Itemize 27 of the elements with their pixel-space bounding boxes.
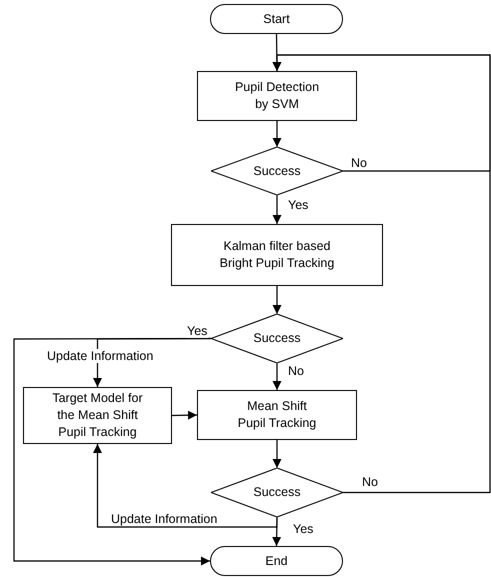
arrow: [13, 338, 211, 566]
arrow: [93, 444, 278, 528]
decision-diamond: Success: [211, 314, 343, 363]
process-box: Mean Shift Pupil Tracking: [197, 390, 357, 440]
edge-label: No: [350, 156, 368, 170]
arrow: [272, 54, 491, 494]
edge-label: No: [361, 475, 379, 489]
edge-label: Update Information: [46, 349, 154, 363]
arrow: [272, 195, 282, 224]
process-box: Kalman filter based Bright Pupil Tracking: [171, 224, 383, 286]
terminal-box: End: [210, 546, 343, 576]
process-box: Target Model for the Mean Shift Pupil Tracking: [23, 387, 172, 444]
decision-diamond: Success: [211, 468, 343, 517]
decision-diamond: Success: [211, 147, 343, 195]
process-box: Pupil Detection by SVM: [197, 71, 357, 121]
arrow: [93, 338, 211, 387]
edge-label: Yes: [292, 522, 314, 536]
arrow: [272, 121, 282, 147]
arrow: [272, 363, 282, 390]
edge-label: Yes: [287, 198, 310, 212]
edge-label: Yes: [186, 324, 208, 338]
arrow: [272, 286, 282, 314]
arrow: [172, 410, 198, 420]
terminal-box: Start: [210, 4, 343, 34]
arrow: [272, 440, 282, 468]
edge-label: No: [287, 364, 305, 378]
edge-label: Update Information: [110, 512, 218, 526]
